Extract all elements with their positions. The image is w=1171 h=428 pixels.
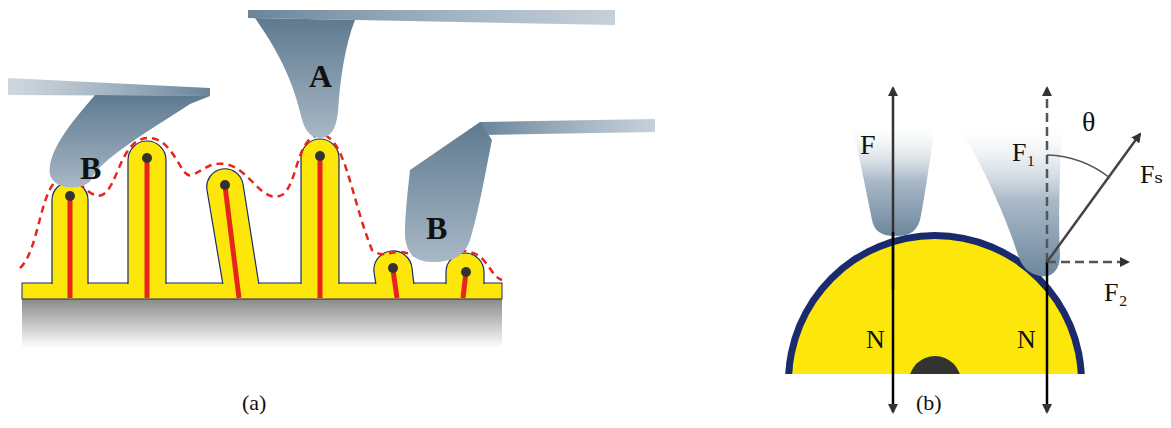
force-label: N xyxy=(866,327,885,353)
force-label: Fₛ xyxy=(1140,162,1163,188)
force-label: F xyxy=(860,131,876,159)
tip-label: B xyxy=(426,212,447,244)
panel-label: (b) xyxy=(916,392,942,414)
angle-label: θ xyxy=(1082,108,1095,136)
panel-label: (a) xyxy=(242,392,266,414)
force-label: N xyxy=(1017,327,1036,353)
force-label: F₁ xyxy=(1012,140,1036,166)
force-label: F₂ xyxy=(1104,280,1128,306)
tip-label: B xyxy=(80,152,101,184)
tip-label: A xyxy=(309,60,332,92)
